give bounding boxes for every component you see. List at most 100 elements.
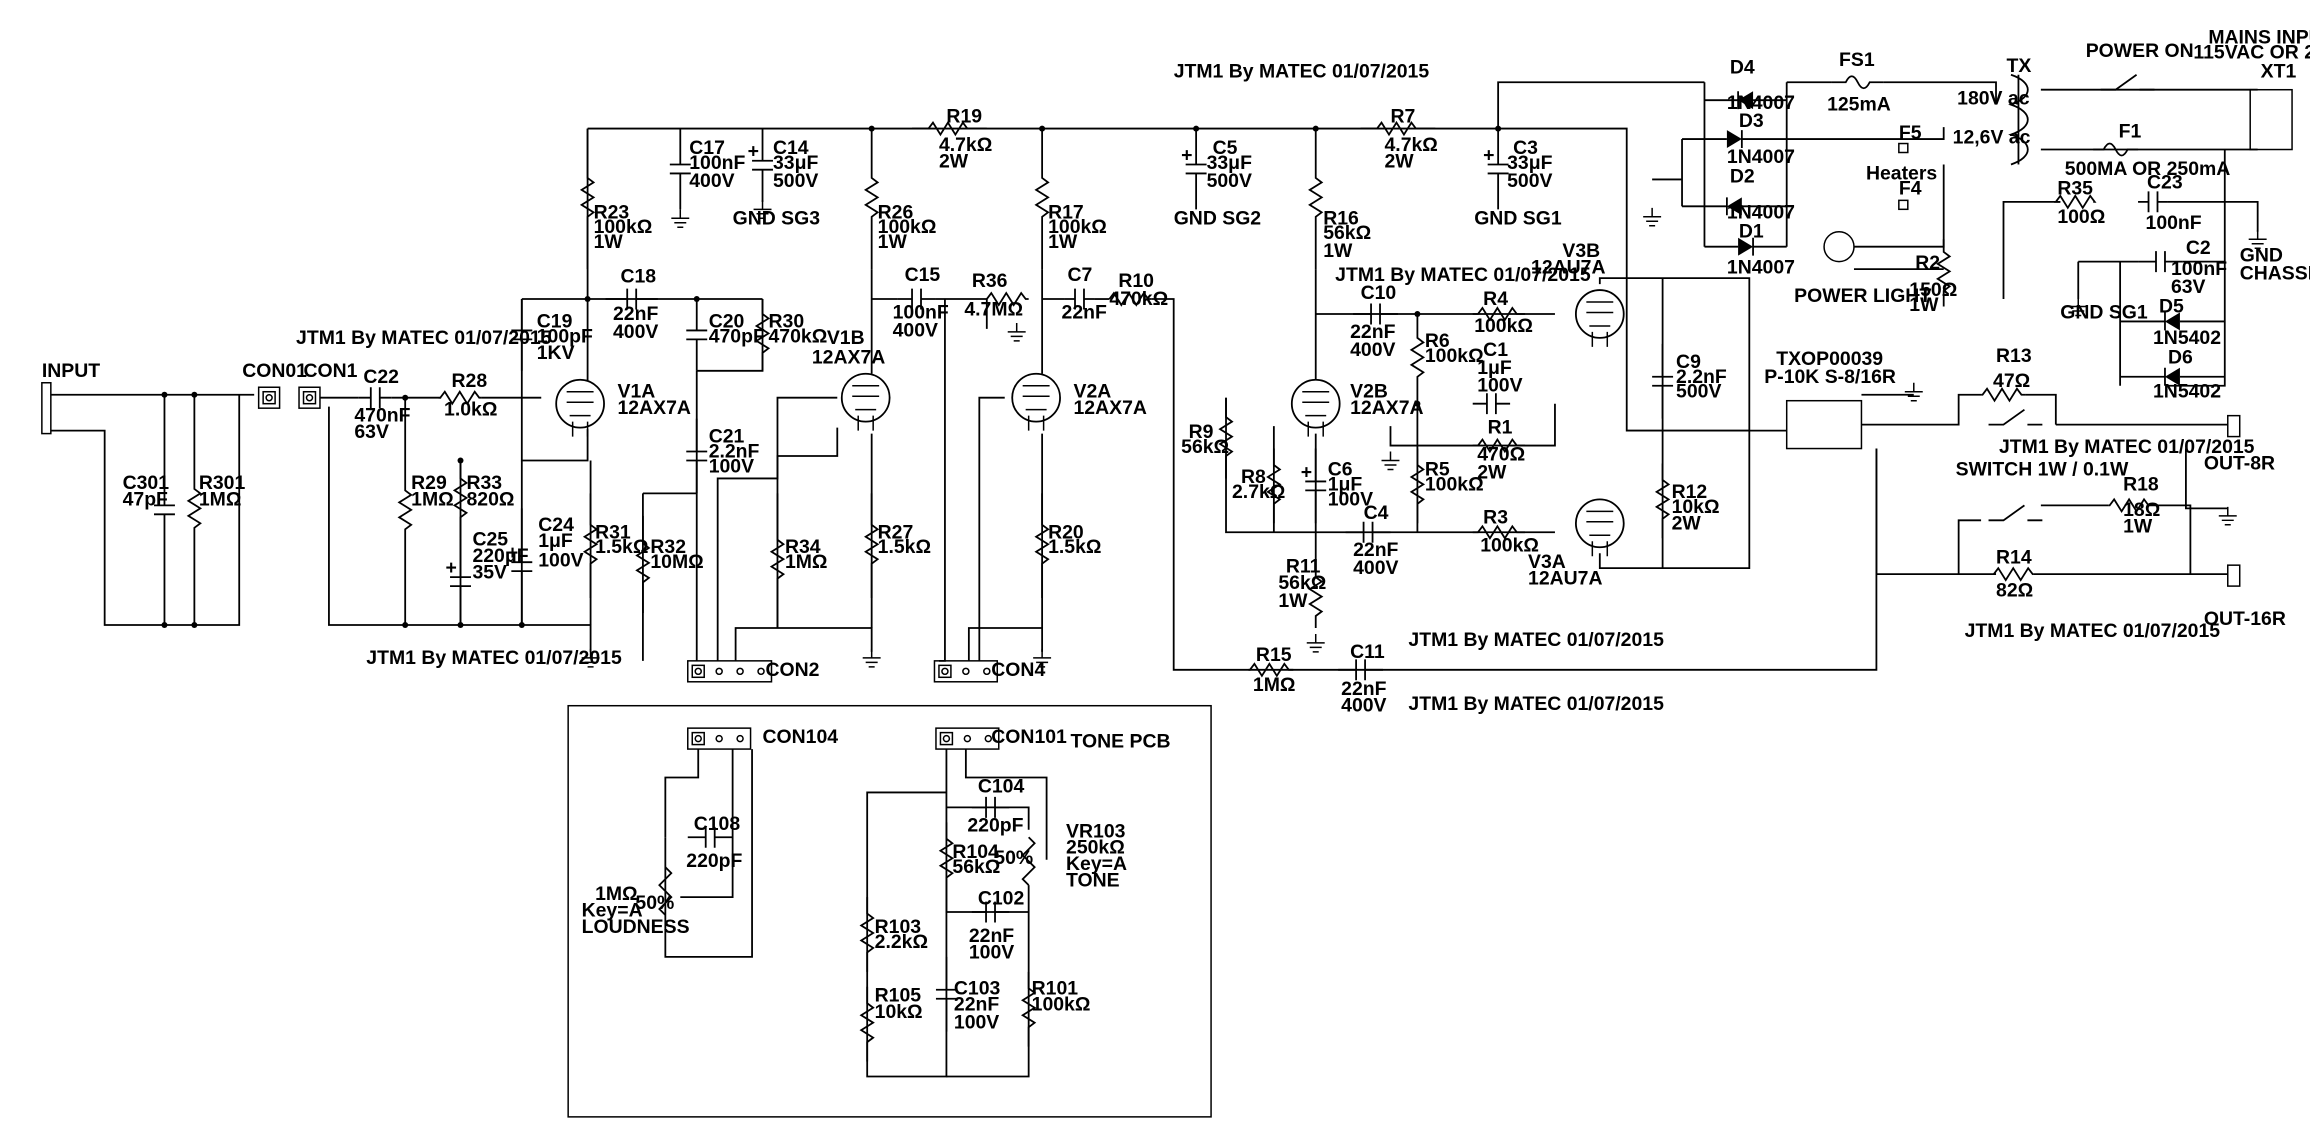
connector-con1: [298, 386, 321, 409]
label-keya: Key=A: [1066, 853, 1127, 875]
label-r10: R10: [1118, 270, 1154, 292]
diode-d5: [2120, 312, 2225, 331]
label-r17w: 1W: [1048, 231, 1078, 253]
capacitor-c108: [687, 826, 733, 848]
label-c7v: 22nF: [1062, 301, 1107, 323]
label-p50: 50%: [635, 892, 674, 914]
label-con104: CON104: [763, 726, 839, 748]
svg-text:+: +: [1181, 144, 1192, 166]
resistor-r33: [452, 460, 469, 539]
label-r3v: 100kΩ: [1480, 535, 1539, 557]
label-mains: MAINS INPUT: [2208, 26, 2310, 48]
ground-symbol: [753, 200, 772, 220]
stamp-text: JTM1 By MATEC 01/07/2015: [1965, 620, 2221, 642]
label-c104v: 220pF: [967, 814, 1023, 836]
label-d1n: 1N4007: [1727, 92, 1795, 114]
label-r1v: 470Ω: [1477, 444, 1525, 466]
ground-symbol: [671, 209, 690, 229]
capacitor-c25: +: [446, 538, 471, 625]
label-r35: R35: [2057, 177, 2093, 199]
label-d1: D1: [1739, 221, 1764, 243]
label-r33v: 820Ω: [466, 488, 514, 510]
potentiometer-loudness: [658, 866, 673, 916]
label-r11w: 1W: [1278, 590, 1308, 612]
label-c5r: 500V: [1207, 170, 1252, 192]
label-r104: R104: [952, 841, 999, 863]
resistor-r28: [438, 390, 482, 406]
label-r32: R32: [650, 536, 686, 558]
label-r29v: 1MΩ: [411, 488, 454, 510]
label-c15: C15: [905, 264, 941, 286]
capacitor-c21: [686, 418, 708, 494]
connector-con4: [933, 660, 999, 683]
capacitor-c20: [686, 299, 708, 371]
label-c102r: 100V: [969, 941, 1014, 963]
label-r17: R17: [1048, 201, 1084, 223]
resistor-r34: [769, 493, 786, 628]
input-jack: [41, 382, 52, 435]
svg-text:+: +: [446, 557, 457, 579]
label-f1v: 500MA OR 250mA: [2065, 158, 2231, 180]
label-r34v: 1MΩ: [785, 551, 828, 573]
label-d3: D3: [1739, 110, 1764, 132]
label-r13: R13: [1996, 345, 2032, 367]
label-r26: R26: [878, 201, 914, 223]
label-c103v: 22nF: [954, 994, 999, 1016]
switch-output: [1988, 408, 2043, 426]
label-gndch: GND: [2240, 245, 2283, 267]
label-r19w: 2W: [939, 150, 969, 172]
label-c17r: 400V: [689, 170, 734, 192]
resistor-r19: [912, 120, 987, 137]
output-transformer: [1785, 399, 1863, 450]
label-c24v: 1μF: [538, 530, 573, 552]
capacitor-c17: [669, 128, 691, 210]
label-out16: OUT-16R: [2204, 608, 2286, 630]
label-r36v: 4.7MΩ: [964, 298, 1023, 320]
label-r7: R7: [1390, 106, 1415, 128]
label-f1: F1: [2119, 121, 2142, 143]
resistor-r11: [1308, 568, 1324, 628]
output-jack-16r: [2227, 564, 2241, 587]
label-tonepcb: TONE PCB: [1071, 731, 1171, 753]
label-v2at: 12AX7A: [1074, 397, 1147, 419]
label-con101: CON101: [991, 726, 1067, 748]
label-r8v: 2.7kΩ: [1232, 481, 1285, 503]
label-r19v: 4.7kΩ: [939, 134, 992, 156]
label-r20: R20: [1048, 521, 1084, 543]
capacitor-c2: [2138, 251, 2183, 273]
capacitor-c5: +: [1181, 128, 1207, 210]
label-c17v: 100nF: [689, 152, 745, 174]
label-r12: R12: [1672, 481, 1708, 503]
diode-d3: [1682, 130, 1787, 149]
label-mainsv: 115VAC OR 230VAC: [2193, 41, 2310, 63]
svg-text:+: +: [748, 141, 759, 163]
label-c11: C11: [1350, 641, 1385, 663]
capacitor-c24: +: [507, 508, 533, 625]
label-d2: D2: [1730, 165, 1755, 187]
label-potl: 1MΩ: [595, 883, 638, 905]
label-r101v: 100kΩ: [1032, 994, 1091, 1016]
label-con01: CON01: [242, 360, 307, 382]
label-c103r: 100V: [954, 1012, 999, 1034]
resistor-r6: [1409, 313, 1426, 404]
label-r105: R105: [875, 985, 922, 1007]
diode-d6: [2120, 367, 2225, 386]
label-c25r: 35V: [472, 562, 507, 584]
label-r16w: 1W: [1323, 240, 1353, 262]
label-vr103: VR103: [1066, 820, 1126, 842]
label-d4: D4: [1730, 56, 1755, 78]
label-v1b: V1B: [827, 327, 865, 349]
potentiometer-tone-vr103: [1021, 836, 1036, 886]
label-c14: C14: [773, 137, 809, 159]
label-xt1: XT1: [2261, 61, 2297, 83]
label-v3bt: 12AU7A: [1531, 257, 1605, 279]
label-r23v: 100kΩ: [594, 216, 653, 238]
resistor-r9: [1218, 397, 1234, 479]
label-txop: TXOP00039: [1776, 348, 1883, 370]
label-con1: CON1: [304, 360, 358, 382]
capacitor-c10: [1353, 303, 1398, 325]
label-v1bt: 12AX7A: [812, 346, 885, 368]
label-c11v: 22nF: [1341, 678, 1386, 700]
resistor-r8: [1266, 448, 1282, 524]
stamp-text: JTM1 By MATEC 01/07/2015: [1999, 436, 2255, 458]
